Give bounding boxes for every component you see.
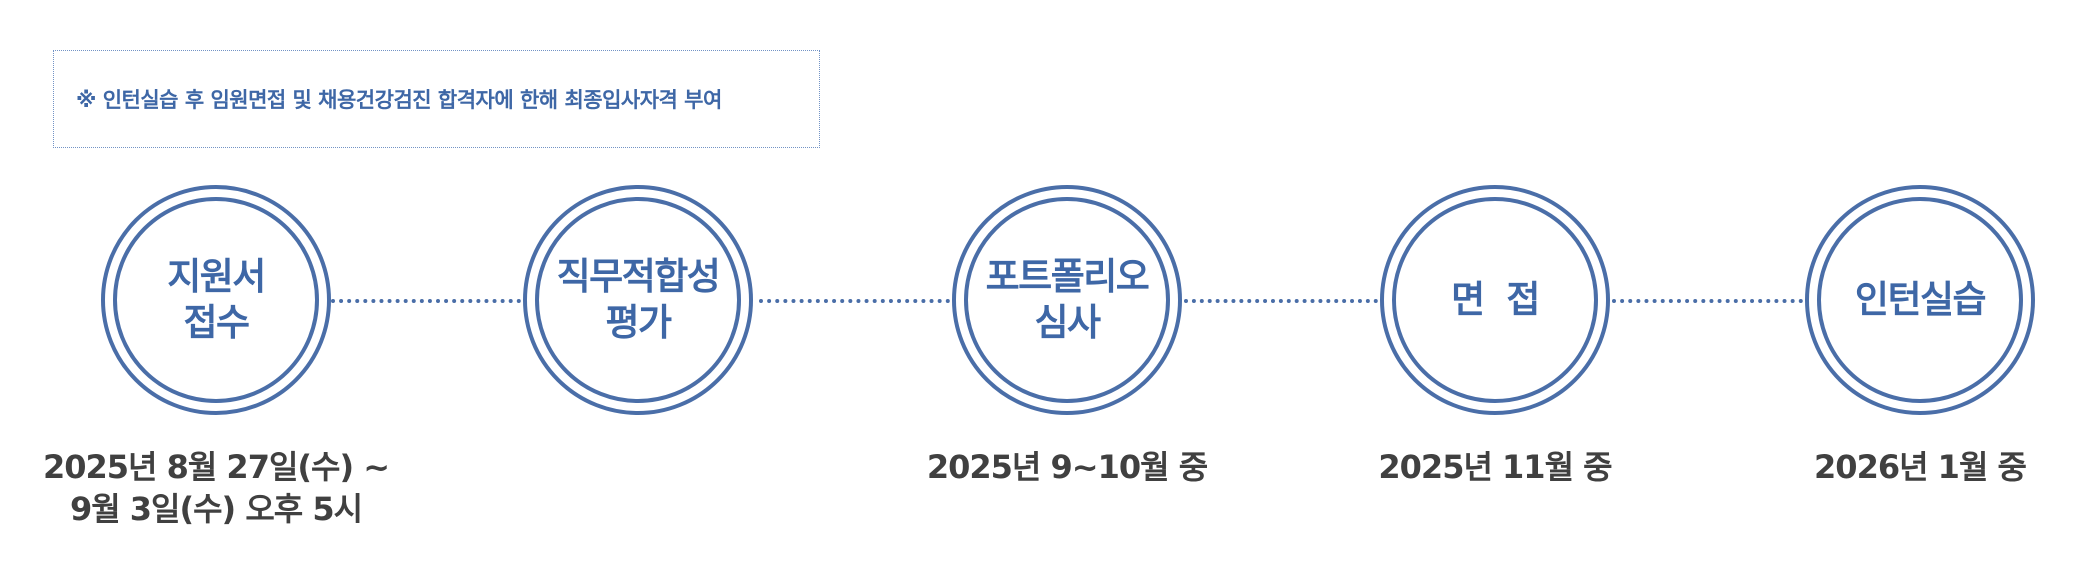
- date-line: 2025년 9~10월 중: [926, 448, 1208, 486]
- notice-box: ※ 인턴실습 후 임원면접 및 채용건강검진 합격자에 한해 최종입사자격 부여: [53, 50, 820, 148]
- connector-line-2: [759, 299, 950, 303]
- stage-job-fit-assessment: 직무적합성 평가: [523, 185, 753, 415]
- connector-line-3: [1184, 299, 1378, 303]
- stage-label-line: 인턴실습: [1854, 278, 1987, 321]
- stage-label-line: 평가: [605, 301, 672, 344]
- stage-label-line: 심사: [1034, 301, 1101, 344]
- connector-line-1: [331, 299, 521, 303]
- stage-interview: 면 접: [1380, 185, 1610, 415]
- stage-application: 지원서 접수: [101, 185, 331, 415]
- stage-date-portfolio-review: 2025년 9~10월 중: [867, 446, 1267, 488]
- stage-label-line: 포트폴리오: [985, 255, 1150, 298]
- notice-text: ※ 인턴실습 후 임원면접 및 채용건강검진 합격자에 한해 최종입사자격 부여: [76, 88, 722, 112]
- stage-label-line: 직무적합성: [556, 255, 721, 298]
- connector-line-4: [1612, 299, 1803, 303]
- stage-date-internship: 2026년 1월 중: [1720, 446, 2100, 488]
- date-line: 2025년 11월 중: [1378, 448, 1612, 486]
- stage-label-line: 접수: [183, 301, 250, 344]
- stage-internship: 인턴실습: [1805, 185, 2035, 415]
- date-line: 9월 3일(수) 오후 5시: [69, 490, 363, 528]
- stage-portfolio-review: 포트폴리오 심사: [952, 185, 1182, 415]
- date-line: 2025년 8월 27일(수) ~: [42, 448, 390, 486]
- stage-label-line: 지원서: [167, 255, 266, 298]
- date-line: 2026년 1월 중: [1814, 448, 2027, 486]
- stage-label-line: 면 접: [1451, 278, 1540, 321]
- stage-date-application: 2025년 8월 27일(수) ~ 9월 3일(수) 오후 5시: [16, 446, 416, 530]
- stage-date-interview: 2025년 11월 중: [1295, 446, 1695, 488]
